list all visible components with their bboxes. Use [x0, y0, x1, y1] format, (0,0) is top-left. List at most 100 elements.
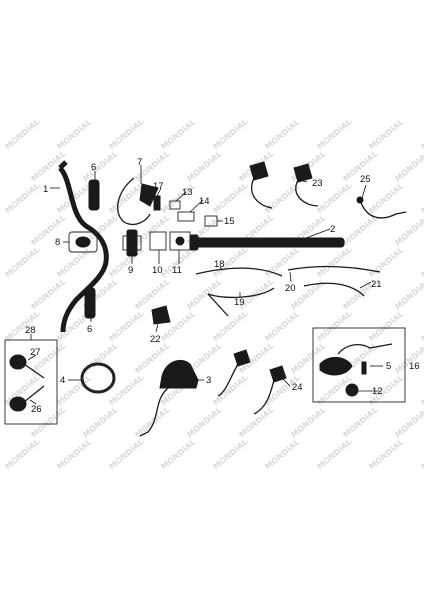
watermark-text: MONDIAL [55, 117, 93, 151]
watermark-text: MONDIAL [29, 277, 67, 311]
callout-2: 2 [330, 224, 335, 235]
callout-20: 20 [285, 283, 296, 294]
mirror-top [9, 354, 27, 370]
watermark-text: MONDIAL [107, 117, 145, 151]
switch-23b-wire [295, 179, 319, 207]
callout-14: 14 [199, 196, 210, 207]
callout-21: 21 [371, 279, 382, 290]
detail-lever [319, 357, 353, 376]
watermark-text: MONDIAL [185, 149, 223, 183]
watermark-text: MONDIAL [81, 405, 119, 439]
watermark-text: MONDIAL [29, 213, 67, 247]
watermark-text: MONDIAL [315, 117, 353, 151]
watermark-text: MONDIAL [419, 309, 424, 343]
callout-1: 1 [43, 184, 48, 195]
watermark-text: MONDIAL [81, 149, 119, 183]
callout-9: 9 [128, 265, 133, 276]
callout-23: 23 [312, 178, 323, 189]
watermark-text: MONDIAL [159, 117, 197, 151]
watermark-text: MONDIAL [55, 437, 93, 471]
callout-19: 19 [234, 297, 245, 308]
watermark-text: MONDIAL [3, 181, 41, 215]
watermark-text: MONDIAL [341, 213, 379, 247]
hardware-14 [177, 211, 195, 222]
watermark-text: MONDIAL [107, 309, 145, 343]
handlebar-grip-top [88, 179, 100, 211]
hardware-13 [169, 200, 181, 210]
callout-4: 4 [60, 375, 65, 386]
watermark-text: MONDIAL [419, 245, 424, 279]
clamp-block-left [149, 231, 167, 251]
cable-20 [287, 265, 381, 273]
watermark-text: MONDIAL [367, 181, 405, 215]
headlight-shell [159, 360, 199, 389]
callout-leaders [27, 165, 383, 405]
mirror-stem-bottom [23, 385, 45, 403]
watermark-text: MONDIAL [81, 341, 119, 375]
headlight-wire [139, 387, 169, 437]
callouts: 1 2 3 4 5 6 6 7 8 9 10 11 12 13 14 15 16… [25, 157, 420, 415]
callout-16: 16 [409, 361, 420, 372]
callout-28: 28 [25, 325, 36, 336]
watermark-text: MONDIAL [263, 437, 301, 471]
clamp-bolt [175, 236, 185, 246]
watermark-text: MONDIAL [367, 437, 405, 471]
callout-27: 27 [30, 347, 41, 358]
watermark-text: MONDIAL [159, 437, 197, 471]
watermark-text: MONDIAL [107, 245, 145, 279]
watermark-text: MONDIAL [55, 245, 93, 279]
clamp-hole [75, 236, 91, 248]
switch-23b-body [293, 163, 313, 183]
watermark-text: MONDIAL [289, 405, 327, 439]
lever [139, 183, 159, 207]
callout-10: 10 [152, 265, 163, 276]
handlebar-grip-bottom [84, 287, 96, 319]
callout-7: 7 [137, 157, 142, 168]
throttle-tube-cap [189, 234, 199, 251]
watermark-text: MONDIAL [419, 437, 424, 471]
watermark-text: MONDIAL [419, 181, 424, 215]
lever-cable [117, 177, 151, 226]
small-switch [151, 305, 171, 325]
watermark-text: MONDIAL [419, 117, 424, 151]
detail-switch-12 [345, 383, 359, 397]
watermark-text: MONDIAL [3, 245, 41, 279]
cable-19-end [207, 293, 229, 317]
watermark-text: MONDIAL [393, 149, 424, 183]
watermark-text: MONDIAL [315, 437, 353, 471]
cable-21 [303, 282, 365, 297]
callout-18: 18 [214, 259, 225, 270]
throttle-tube [195, 237, 345, 248]
callout-3: 3 [206, 375, 211, 386]
callout-11: 11 [172, 265, 182, 276]
callout-13: 13 [182, 187, 193, 198]
watermark-text: MONDIAL [393, 213, 424, 247]
watermark-text: MONDIAL [393, 277, 424, 311]
handlebar-end-top [58, 160, 68, 170]
riser-base [122, 235, 142, 251]
detail-pin-5 [361, 361, 367, 375]
watermark-text: MONDIAL [393, 405, 424, 439]
watermark-text: MONDIAL [185, 405, 223, 439]
watermark-text: MONDIAL [133, 405, 171, 439]
watermark-text: MONDIAL [367, 245, 405, 279]
watermark-text: MONDIAL [315, 309, 353, 343]
handlebar-pipe [58, 166, 109, 333]
mirror-stem-top [23, 363, 45, 379]
watermark-text: MONDIAL [263, 117, 301, 151]
callout-15: 15 [224, 216, 235, 227]
lever-pin [153, 195, 161, 211]
watermark-text: MONDIAL [263, 245, 301, 279]
callout-6-bottom: 6 [87, 324, 92, 335]
callout-25: 25 [360, 174, 371, 185]
callout-12: 12 [372, 386, 383, 397]
switch-24-wire [217, 363, 239, 397]
watermark-text: MONDIAL [107, 437, 145, 471]
callout-6-top: 6 [91, 162, 96, 173]
watermark-text: MONDIAL [211, 309, 249, 343]
headlight-ring [80, 362, 116, 394]
callout-5: 5 [386, 361, 391, 372]
cable-18 [195, 267, 283, 277]
